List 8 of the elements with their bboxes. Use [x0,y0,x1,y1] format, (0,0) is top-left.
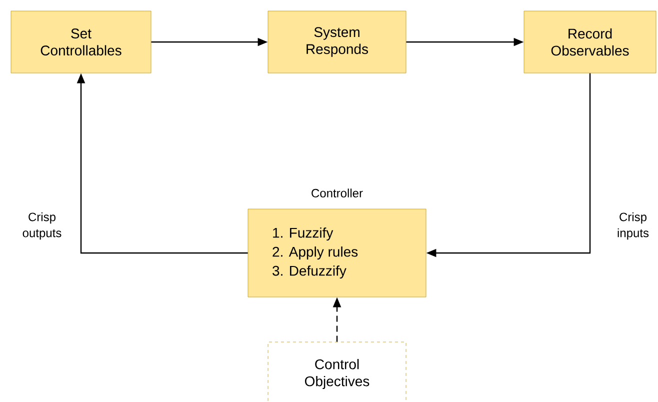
process-box: System Responds [268,10,406,74]
objectives-box: Control Objectives [268,342,406,402]
edge-label: Crisp outputs [22,212,62,240]
controller-box: 1. Fuzzify 2. Apply rules 3. Defuzzify [248,208,426,298]
process-box: Set Controllables [10,10,152,74]
edge-label: Crisp inputs [618,212,649,240]
box-heading: Controller [312,188,363,198]
process-box: Record Observables [524,10,656,74]
